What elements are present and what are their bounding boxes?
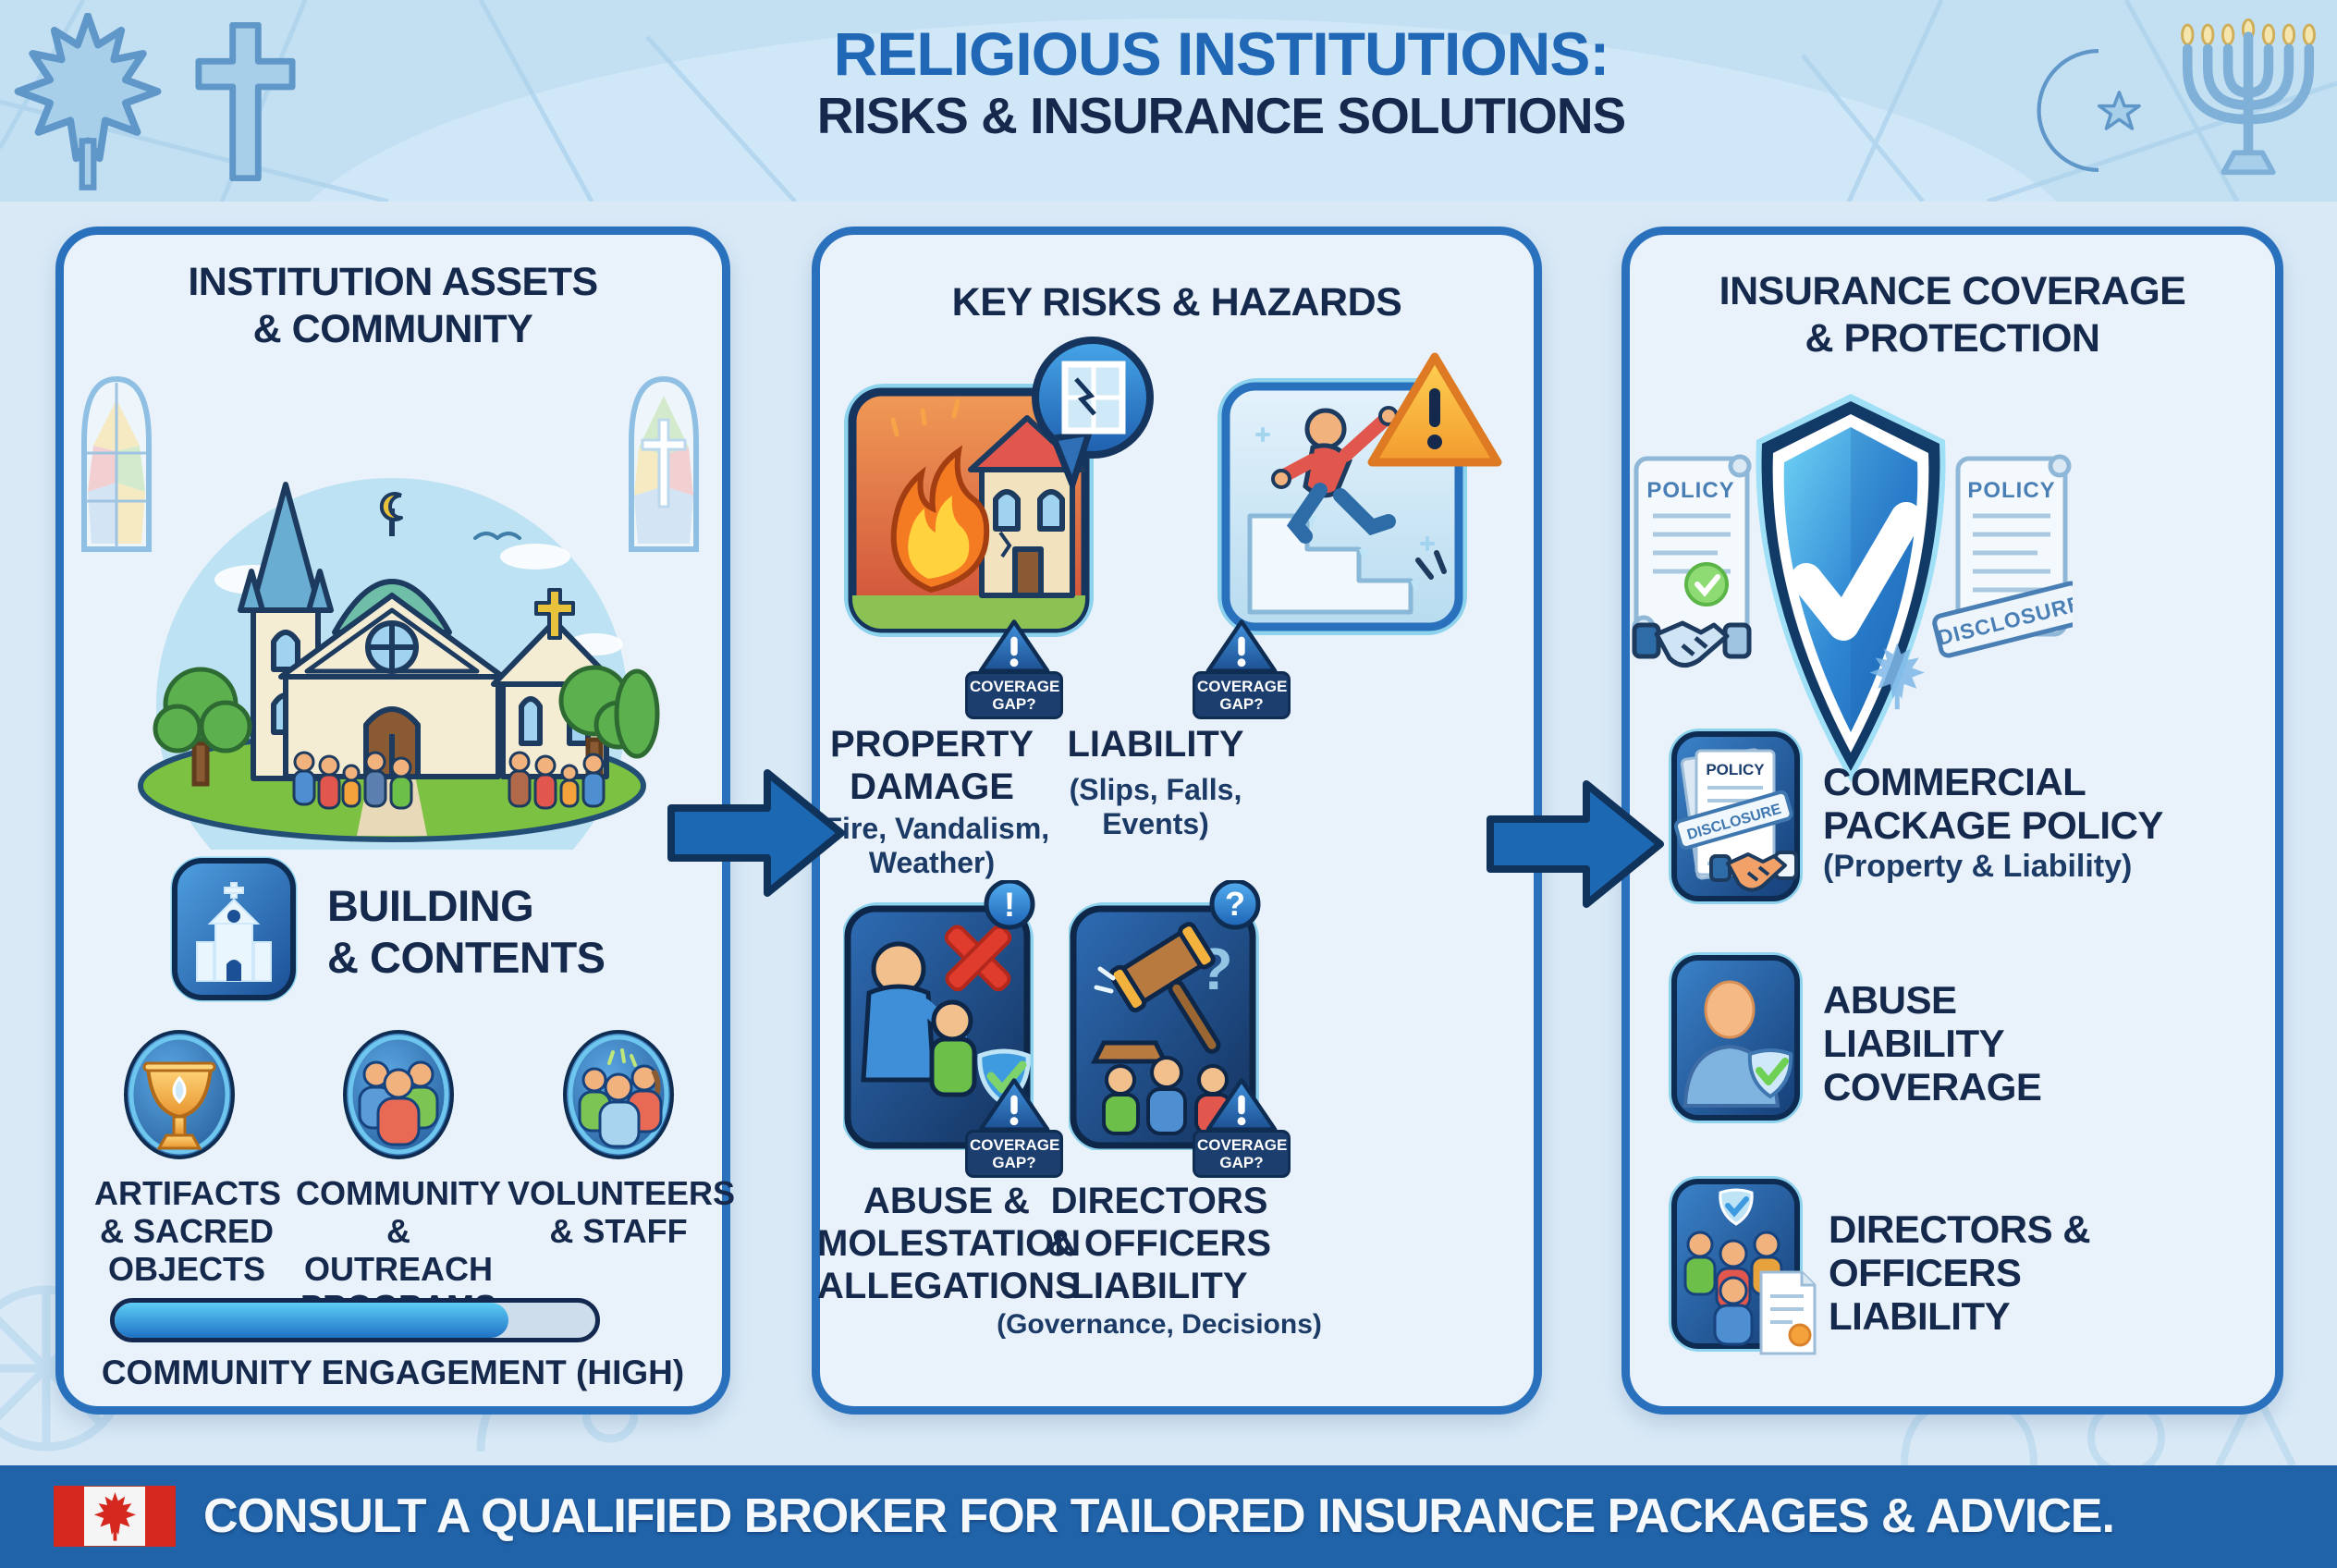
coverage-title-commercial-package: COMMERCIAL PACKAGE POLICY (1823, 760, 2163, 847)
coverage-gap-label: COVERAGE GAP? (965, 1130, 1063, 1178)
exclamation-badge-glyph: ! (1004, 886, 1015, 924)
risk-title-abuse: ABUSE & MOLESTATION ALLEGATIONS (817, 1181, 1082, 1306)
policy-scroll-label: POLICY (1967, 478, 2055, 503)
building-heading-line2: & CONTENTS (327, 933, 606, 982)
header-band: RELIGIOUS INSTITUTIONS: RISKS & INSURANC… (0, 0, 2337, 202)
policy-handshake-icon: POLICY DISCLOSURE (1669, 729, 1803, 904)
volunteers-icon (563, 1030, 674, 1159)
cross-icon (195, 22, 296, 181)
church-mosque-illustration (138, 478, 660, 850)
crescent-star-icon (2037, 49, 2141, 172)
risk-subtitle-liability: (Slips, Falls, Events) (1069, 773, 1242, 840)
burning-building-icon (844, 337, 1154, 637)
risk-title-property-damage: PROPERTY DAMAGE (829, 724, 1034, 807)
coverage-gap-label: COVERAGE GAP? (1193, 671, 1291, 719)
engagement-label: COMMUNITY ENGAGEMENT (HIGH) (101, 1354, 685, 1391)
risk-title-liability: LIABILITY (1067, 724, 1244, 765)
policy-scroll-label: POLICY (1646, 478, 1734, 503)
canada-flag-icon (54, 1486, 176, 1547)
coverage-title-line2: & PROTECTION (1805, 316, 2100, 361)
alert-triangle-icon (1205, 1078, 1278, 1132)
engagement-fill (115, 1303, 509, 1338)
shield-checkmark-hero: POLICY POLICY (1632, 394, 2073, 782)
risk-subtitle-directors-officers: (Governance, Decisions) (997, 1309, 1322, 1340)
main-title-line2: RISKS & INSURANCE SOLUTIONS (816, 87, 1626, 144)
engagement-bar (110, 1298, 600, 1342)
asset-label-volunteers-staff: VOLUNTEERS & STAFF (508, 1174, 736, 1250)
coverage-gap-badge: COVERAGE GAP? (1191, 618, 1292, 719)
slip-fall-icon (1217, 352, 1502, 635)
alert-triangle-icon (1205, 619, 1278, 673)
maple-leaf-shield-icon (1869, 643, 1925, 710)
panel-institution-assets: INSTITUTION ASSETS & COMMUNITY (55, 227, 736, 1415)
risk-title-directors-officers: DIRECTORS & OFFICERS LIABILITY (1046, 1181, 1272, 1306)
assets-title-line2: & COMMUNITY (252, 307, 533, 351)
risks-title: KEY RISKS & HAZARDS (951, 280, 1402, 325)
flow-arrow-icon (1487, 780, 1664, 908)
building-contents-icon (170, 856, 298, 1002)
building-heading-line1: BUILDING (327, 881, 534, 930)
flow-arrow-icon (667, 769, 845, 897)
footer-banner: CONSULT A QUALIFIED BROKER FOR TAILORED … (0, 1465, 2337, 1568)
chalice-icon (124, 1030, 235, 1159)
risk-subtitle-property-damage: (Fire, Vandalism, Weather) (814, 812, 1050, 879)
question-badge-glyph: ? (1225, 885, 1245, 923)
people-group-icon (343, 1030, 454, 1159)
abuse-allegation-icon: ! (843, 880, 1035, 1150)
maple-leaf-icon (14, 13, 162, 190)
board-document-icon (1669, 1176, 1817, 1355)
footer-advice-text: CONSULT A QUALIFIED BROKER FOR TAILORED … (203, 1489, 2115, 1543)
coverage-subtitle-commercial-package: (Property & Liability) (1823, 849, 2133, 884)
main-title-line1: RELIGIOUS INSTITUTIONS: (833, 19, 1610, 88)
assets-title-line1: INSTITUTION ASSETS (188, 260, 598, 304)
coverage-gap-label: COVERAGE GAP? (1193, 1130, 1291, 1178)
menorah-icon (2181, 18, 2316, 176)
stained-glass-window-icon (81, 375, 152, 552)
handshake-icon (1632, 620, 1752, 668)
gavel-icon: ? ? (1069, 880, 1261, 1150)
alert-triangle-icon (978, 619, 1050, 673)
coverage-gap-label: COVERAGE GAP? (965, 671, 1063, 719)
coverage-title-directors-officers: DIRECTORS & OFFICERS LIABILITY (1829, 1207, 2091, 1338)
policy-doc-label: POLICY (1706, 761, 1765, 778)
coverage-gap-badge: COVERAGE GAP? (1191, 1076, 1292, 1178)
alert-triangle-icon (978, 1078, 1050, 1132)
stained-glass-cross-window-icon (629, 375, 699, 552)
coverage-gap-badge: COVERAGE GAP? (963, 618, 1065, 719)
handshake-icon (1709, 851, 1798, 892)
asset-label-artifacts: ARTIFACTS & SACRED OBJECTS (94, 1174, 281, 1288)
person-shield-icon (1669, 952, 1803, 1123)
coverage-title-abuse-liability: ABUSE LIABILITY COVERAGE (1823, 978, 2042, 1109)
header-mosaic-background (0, 0, 2337, 202)
coverage-title-line1: INSURANCE COVERAGE (1719, 269, 2186, 313)
coverage-gap-badge: COVERAGE GAP? (963, 1076, 1065, 1178)
